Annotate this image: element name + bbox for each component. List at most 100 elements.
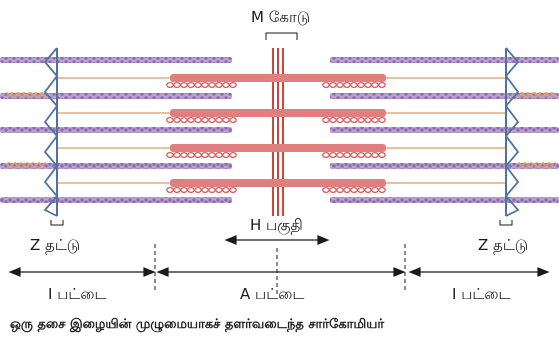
myosin-head (194, 186, 202, 194)
titin-filaments (6, 77, 556, 184)
i-band-left-label: I பட்டை (48, 285, 107, 303)
myosin-head (364, 151, 372, 159)
myosin-head (329, 81, 337, 89)
myosin-head (201, 116, 209, 124)
myosin-head (343, 81, 351, 89)
myosin-head (357, 151, 365, 159)
myosin-head (194, 151, 202, 159)
myosin-head (166, 81, 174, 89)
myosin-head (322, 81, 330, 89)
myosin-filament (170, 109, 386, 117)
myosin-head (371, 186, 379, 194)
myosin-filament (170, 179, 386, 187)
myosin-head (357, 116, 365, 124)
m-line-label: M கோடு (251, 8, 311, 26)
z-disc-right (504, 47, 520, 217)
myosin-head (187, 81, 195, 89)
band-dashes (154, 244, 406, 295)
myosin-head (329, 151, 337, 159)
myosin-head (222, 81, 230, 89)
myosin-head (343, 151, 351, 159)
myosin-head (166, 186, 174, 194)
myosin-filament (170, 74, 386, 82)
myosin-head (166, 116, 174, 124)
myosin-head (336, 151, 344, 159)
myosin-head (371, 116, 379, 124)
myosin-head (173, 81, 181, 89)
myosin-head (187, 116, 195, 124)
myosin-head (208, 81, 216, 89)
myosin-head (378, 81, 386, 89)
myosin-head (215, 186, 223, 194)
myosin-head (215, 81, 223, 89)
myosin-head (201, 186, 209, 194)
myosin-head (222, 186, 230, 194)
myosin-head (222, 151, 230, 159)
myosin-head (208, 186, 216, 194)
myosin-head (357, 186, 365, 194)
myosin-head (180, 186, 188, 194)
myosin-head (343, 116, 351, 124)
actin-filament (330, 127, 559, 133)
myosin-head (194, 81, 202, 89)
titin-spring (6, 162, 46, 168)
myosin-head (194, 116, 202, 124)
myosin-head (229, 116, 237, 124)
figure-caption: ஒரு தசை இழையின் முழுமையாகச் தளர்வடைந்த ச… (10, 317, 385, 332)
myosin-head (173, 116, 181, 124)
actin-filament (0, 197, 232, 203)
actin-filament (330, 93, 559, 99)
myosin-head (215, 116, 223, 124)
myosin-head (180, 81, 188, 89)
a-band-label: A பட்டை (240, 285, 305, 303)
myosin-filaments (166, 74, 386, 194)
myosin-head (336, 186, 344, 194)
myosin-head (329, 116, 337, 124)
actin-filament (0, 127, 232, 133)
myosin-head (329, 186, 337, 194)
myosin-head (166, 151, 174, 159)
titin-spring (6, 92, 46, 98)
myosin-head (364, 81, 372, 89)
actin-filament (330, 163, 559, 169)
myosin-head (378, 186, 386, 194)
myosin-head (350, 116, 358, 124)
myosin-head (222, 116, 230, 124)
myosin-head (378, 116, 386, 124)
z-disc-ticks (50, 220, 513, 226)
titin-spring (518, 92, 556, 98)
myosin-head (208, 116, 216, 124)
myosin-head (173, 186, 181, 194)
h-zone-label: H பகுதி (250, 216, 303, 234)
actin-filament (330, 57, 559, 63)
myosin-head (201, 81, 209, 89)
myosin-filament (170, 144, 386, 152)
myosin-head (322, 151, 330, 159)
myosin-head (364, 186, 372, 194)
m-line (272, 48, 284, 216)
myosin-head (229, 186, 237, 194)
myosin-head (350, 151, 358, 159)
myosin-head (229, 81, 237, 89)
myosin-head (173, 151, 181, 159)
z-disc-left-label: Z தட்டு (30, 236, 81, 254)
m-line-bracket (265, 32, 298, 40)
myosin-head (350, 186, 358, 194)
myosin-head (187, 151, 195, 159)
myosin-head (371, 151, 379, 159)
i-band-right-label: I பட்டை (452, 285, 511, 303)
z-disc-left (43, 47, 59, 217)
actin-filament (0, 57, 232, 63)
titin-spring (518, 162, 556, 168)
myosin-head (215, 151, 223, 159)
myosin-head (208, 151, 216, 159)
myosin-head (229, 151, 237, 159)
myosin-head (180, 116, 188, 124)
myosin-head (378, 151, 386, 159)
myosin-head (322, 116, 330, 124)
myosin-head (343, 186, 351, 194)
band-arrows (8, 267, 550, 277)
myosin-head (350, 81, 358, 89)
myosin-head (336, 116, 344, 124)
